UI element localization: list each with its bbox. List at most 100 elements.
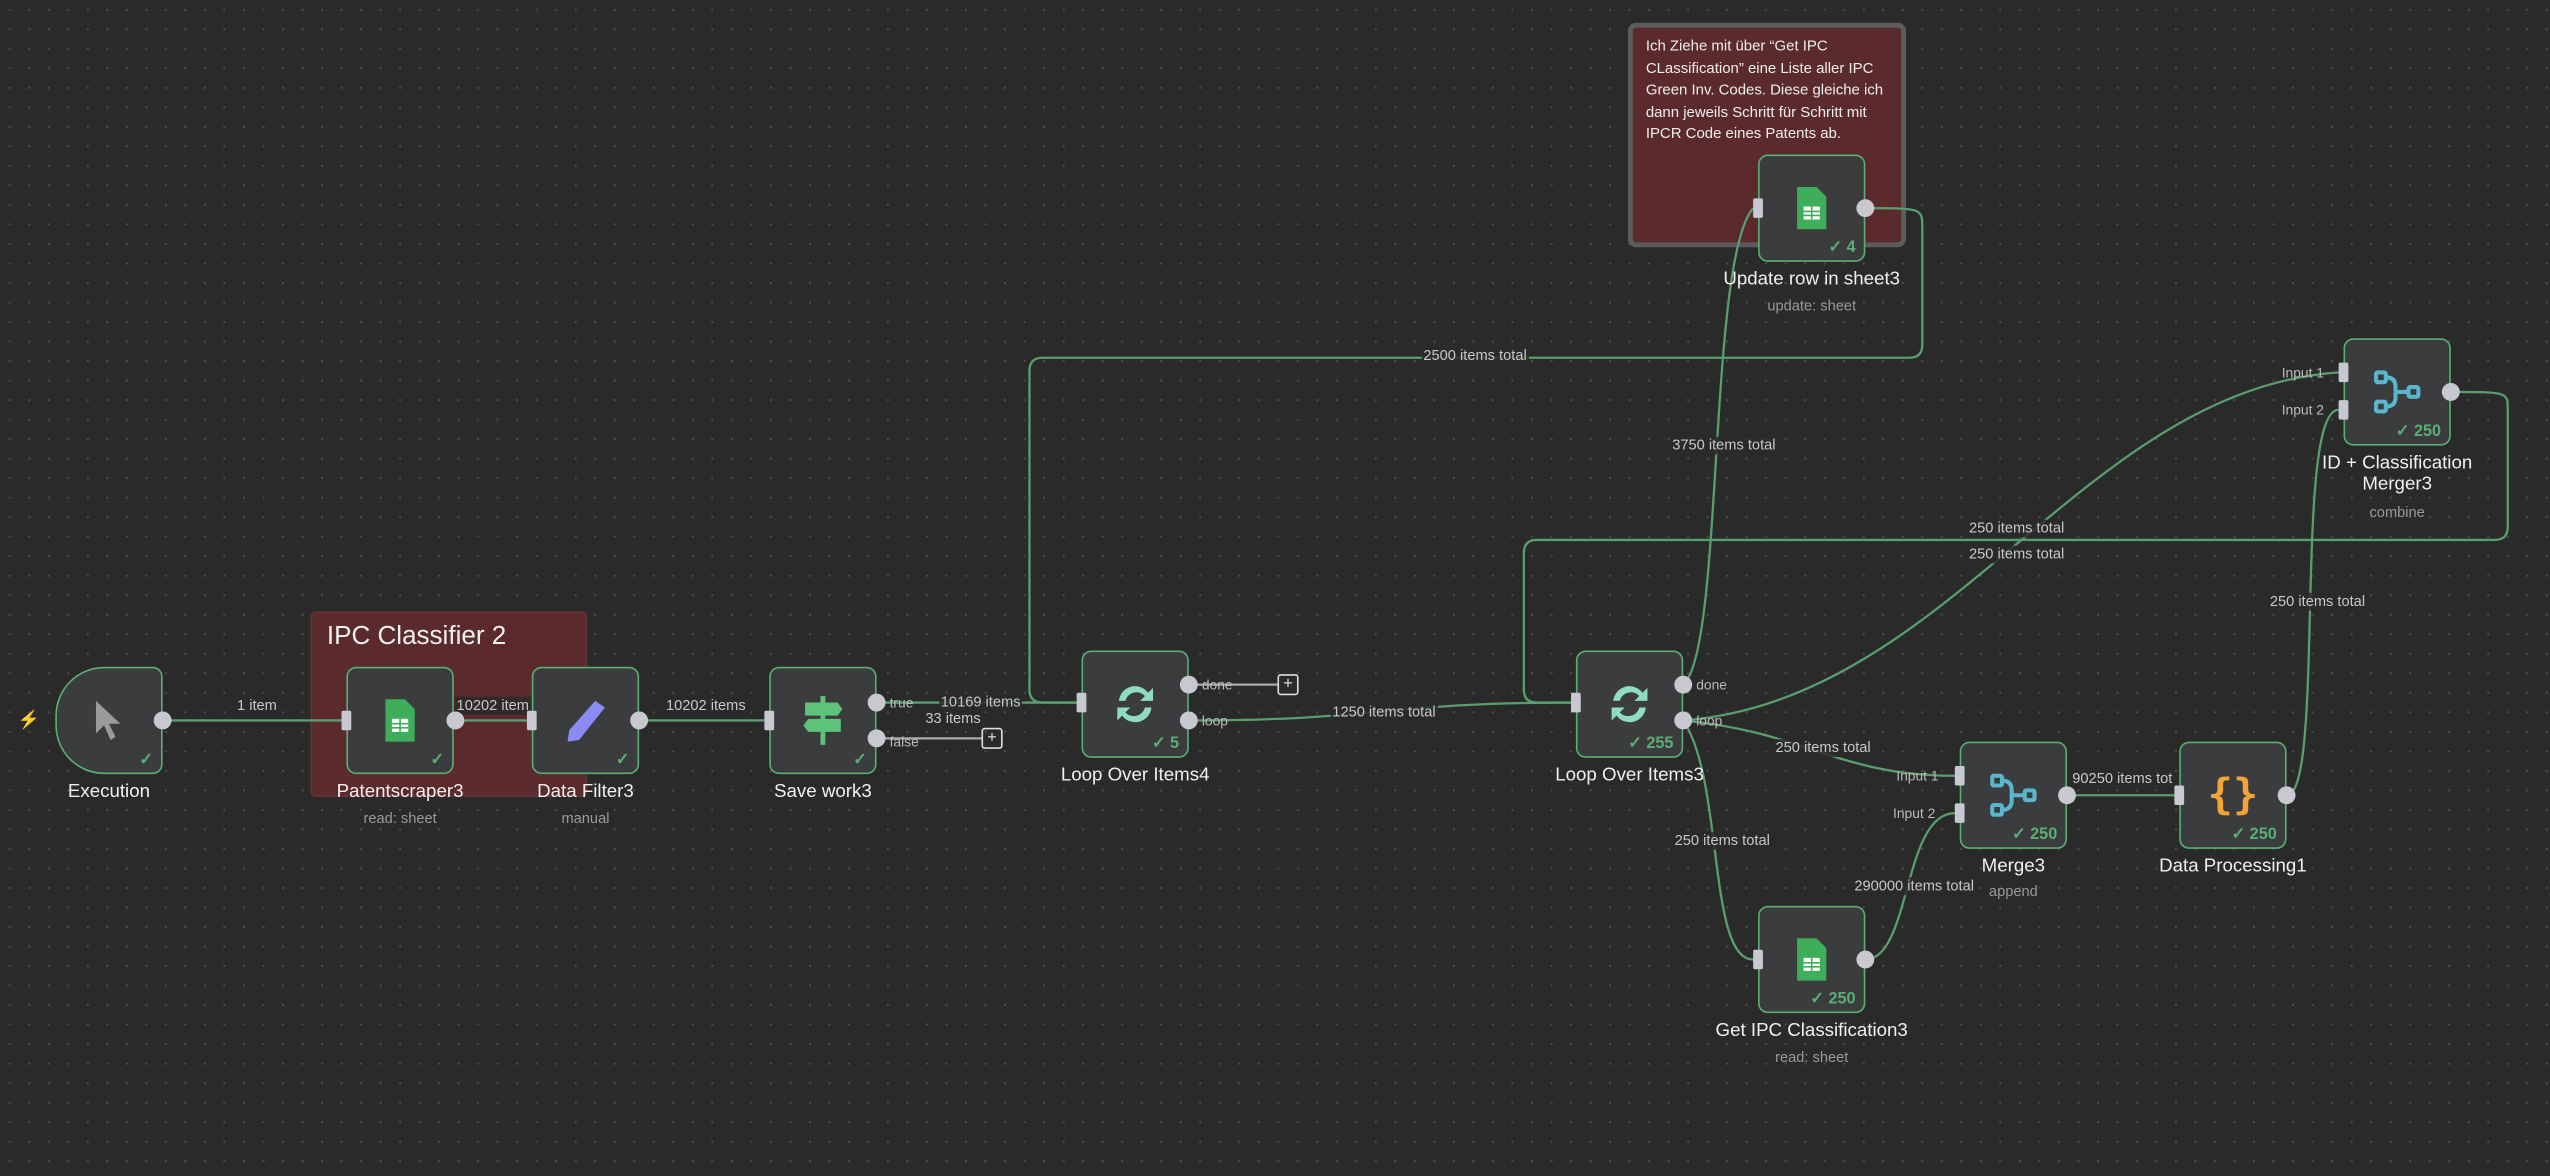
edge-idmerger-loop3	[1522, 390, 2509, 704]
node-label: Update row in sheet3	[1723, 269, 1901, 290]
input-handle[interactable]	[1076, 692, 1087, 713]
node-label: Data Filter3	[537, 782, 634, 802]
output-handle-loop[interactable]	[1179, 711, 1198, 730]
input-handle[interactable]	[341, 710, 352, 731]
edge-label: 250 items total	[1773, 739, 1873, 758]
edge-label: 90250 items tot	[2070, 770, 2174, 788]
run-count: ✓ 250	[2011, 826, 2058, 845]
handle-label: Input 2	[1893, 805, 1936, 822]
node-id-classification-merger[interactable]: ✓ 250	[2343, 338, 2451, 446]
pencil-icon	[567, 700, 605, 742]
node-label: Merge3	[1981, 857, 2046, 877]
handle-label: done	[1201, 676, 1233, 693]
node-label: Loop Over Items3	[1555, 765, 1704, 786]
group-title: IPC Classifier 2	[326, 622, 507, 651]
edge-label: 250 items total	[2268, 592, 2367, 611]
input-handle-2[interactable]	[1954, 803, 1965, 823]
node-label: Data Processing1	[2159, 857, 2307, 877]
output-handle[interactable]	[2058, 786, 2076, 805]
output-handle[interactable]	[1856, 199, 1875, 218]
handle-label: false	[889, 733, 919, 750]
node-label: Loop Over Items4	[1060, 765, 1210, 786]
add-node-button[interactable]: +	[981, 727, 1003, 749]
input-handle-2[interactable]	[2338, 400, 2349, 420]
output-handle[interactable]	[153, 711, 172, 730]
edge-label: 250 items total	[1967, 519, 2066, 538]
handle-label: done	[1696, 676, 1728, 693]
handle-label: true	[889, 694, 914, 711]
handle-label: Input 2	[2281, 401, 2324, 418]
input-handle[interactable]	[1753, 949, 1763, 970]
output-handle-false[interactable]	[867, 729, 886, 748]
output-handle-done[interactable]	[1674, 675, 1693, 694]
run-count: ✓ 5	[1151, 735, 1180, 753]
output-handle-true[interactable]	[867, 693, 886, 712]
edge-label: 3750 items total	[1670, 436, 1778, 455]
node-update-row[interactable]: ✓ 4	[1758, 154, 1866, 262]
node-execution[interactable]: ✓	[55, 666, 163, 775]
node-subtitle: read: sheet	[363, 809, 437, 827]
count-value: 4	[1846, 239, 1856, 257]
run-count: ✓ 250	[2395, 422, 2442, 441]
google-sheets-icon	[1797, 938, 1827, 981]
node-data-processing[interactable]: {} ✓ 250	[2179, 741, 2287, 849]
node-label: ID + Classification Merger3	[2322, 453, 2473, 495]
edge-loop3-getipc	[1682, 719, 1754, 961]
run-count: ✓ 255	[1628, 735, 1674, 753]
output-handle[interactable]	[446, 711, 465, 730]
output-handle[interactable]	[2441, 382, 2460, 401]
node-save-work[interactable]: ✓	[769, 666, 877, 775]
success-check-icon: ✓	[615, 751, 630, 770]
handle-label: Input 1	[1896, 767, 1939, 784]
node-subtitle: append	[1988, 883, 2038, 900]
input-handle[interactable]	[764, 710, 775, 731]
edge-label: 33 items	[923, 709, 983, 728]
node-merge3[interactable]: ✓ 250	[1959, 741, 2068, 849]
merge-icon	[1990, 773, 2037, 817]
edge-label: 1250 items total	[1330, 703, 1438, 722]
node-subtitle: combine	[2369, 504, 2425, 521]
loop-icon	[1611, 686, 1648, 723]
node-subtitle: update: sheet	[1767, 297, 1857, 314]
output-handle-loop[interactable]	[1674, 711, 1693, 730]
node-label: Get IPC Classification3	[1715, 1021, 1908, 1041]
node-get-ipc-classification[interactable]: ✓ 250	[1758, 905, 1866, 1014]
handle-label: loop	[1201, 712, 1228, 729]
input-handle[interactable]	[2174, 785, 2185, 806]
edge-label: 10202 items	[664, 696, 748, 715]
count-value: 250	[2030, 826, 2058, 845]
success-check-icon: ✓	[139, 751, 153, 770]
google-sheets-icon	[1797, 187, 1827, 230]
cursor-icon	[95, 700, 121, 740]
count-value: 250	[1828, 990, 1856, 1009]
sticky-note-text: Ich Ziehe mit über “Get IPC CLassificati…	[1645, 37, 1884, 142]
input-handle[interactable]	[1753, 198, 1763, 218]
output-handle[interactable]	[630, 711, 649, 730]
handle-label: loop	[1696, 712, 1723, 729]
input-handle[interactable]	[1571, 692, 1581, 713]
success-check-icon: ✓	[853, 751, 867, 770]
output-handle-done[interactable]	[1179, 675, 1198, 694]
edge-label: 250 items total	[1673, 831, 1772, 850]
count-value: 255	[1646, 735, 1674, 753]
output-handle[interactable]	[2277, 786, 2296, 805]
node-loop-over-items4[interactable]: ✓ 5	[1081, 650, 1189, 758]
count-value: 250	[2249, 826, 2277, 845]
success-check-icon: ✓	[430, 751, 444, 770]
node-data-filter[interactable]: ✓	[531, 666, 640, 775]
count-value: 250	[2413, 422, 2442, 441]
run-count: ✓ 250	[1810, 990, 1856, 1009]
output-handle[interactable]	[1856, 950, 1875, 969]
node-patentscraper[interactable]: ✓	[346, 666, 454, 775]
edge-label: 250 items total	[1967, 545, 2066, 564]
add-node-button[interactable]: +	[1277, 674, 1299, 696]
edge-label: 2500 items total	[1421, 347, 1529, 366]
edge-label: 290000 items total	[1852, 877, 1976, 896]
node-label: Patentscraper3	[336, 782, 464, 802]
input-handle-1[interactable]	[2338, 362, 2349, 383]
node-loop-over-items3[interactable]: ✓ 255	[1575, 650, 1684, 758]
input-handle-1[interactable]	[1954, 765, 1965, 786]
input-handle[interactable]	[526, 710, 537, 731]
